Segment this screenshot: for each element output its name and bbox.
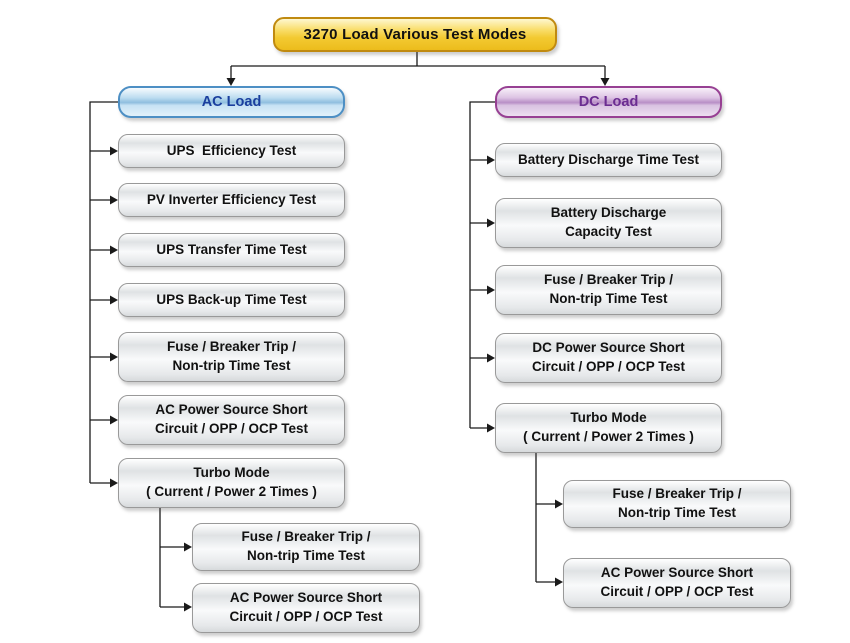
ac-load-header: AC Load <box>118 86 345 118</box>
ac-node-pv-inverter-efficiency-test: PV Inverter Efficiency Test <box>118 183 345 217</box>
dc-branch-connector <box>469 101 495 433</box>
ac-node-fuse-breaker-trip-test: Fuse / Breaker Trip / Non-trip Time Test <box>118 332 345 382</box>
dc-node-fuse-breaker-trip-test: Fuse / Breaker Trip / Non-trip Time Test <box>495 265 722 315</box>
dc-load-header: DC Load <box>495 86 722 118</box>
ac-node-ups-transfer-time-test: UPS Transfer Time Test <box>118 233 345 267</box>
dc-node-battery-discharge-capacity-test: Battery Discharge Capacity Test <box>495 198 722 248</box>
ac-turbo-sub-node-ac-power-source-short-test: AC Power Source Short Circuit / OPP / OC… <box>192 583 420 633</box>
ac-turbo-sub-node-fuse-breaker-trip-test: Fuse / Breaker Trip / Non-trip Time Test <box>192 523 420 571</box>
dc-turbo-sub-connector <box>535 453 563 587</box>
ac-node-turbo-mode: Turbo Mode ( Current / Power 2 Times ) <box>118 458 345 508</box>
dc-node-dc-power-source-short-test: DC Power Source Short Circuit / OPP / OC… <box>495 333 722 383</box>
root-branch-connector <box>226 52 610 86</box>
ac-branch-connector <box>89 101 118 488</box>
ac-node-ac-power-source-short-test: AC Power Source Short Circuit / OPP / OC… <box>118 395 345 445</box>
ac-turbo-sub-connector <box>159 508 192 612</box>
dc-node-battery-discharge-time-test: Battery Discharge Time Test <box>495 143 722 177</box>
root-node: 3270 Load Various Test Modes <box>273 17 557 52</box>
dc-turbo-sub-node-ac-power-source-short-test: AC Power Source Short Circuit / OPP / OC… <box>563 558 791 608</box>
ac-node-ups-efficiency-test: UPS Efficiency Test <box>118 134 345 168</box>
dc-node-turbo-mode: Turbo Mode ( Current / Power 2 Times ) <box>495 403 722 453</box>
dc-turbo-sub-node-fuse-breaker-trip-test: Fuse / Breaker Trip / Non-trip Time Test <box>563 480 791 528</box>
ac-node-ups-backup-time-test: UPS Back-up Time Test <box>118 283 345 317</box>
